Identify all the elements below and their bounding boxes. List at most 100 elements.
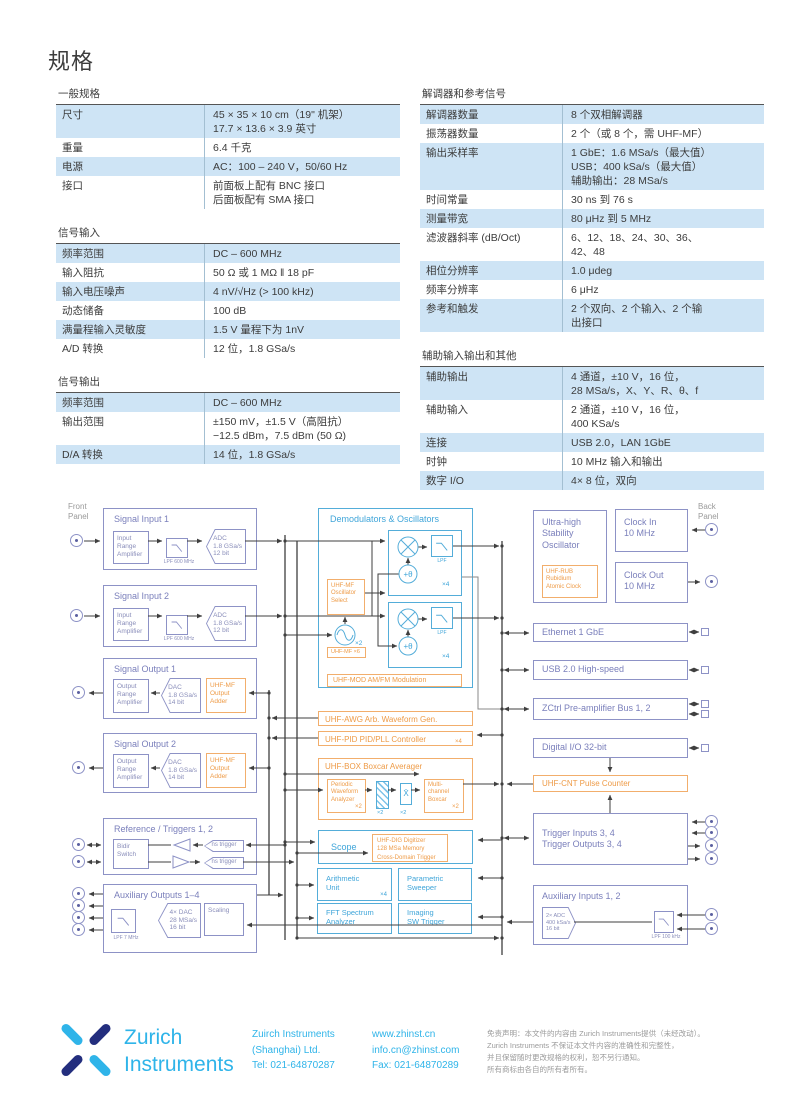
box-title: Reference / Triggers 1, 2 [114, 824, 214, 834]
spec-label: 电源 [62, 160, 83, 173]
sma-connector [705, 922, 718, 935]
spec-label: 接口 [62, 179, 83, 192]
table-row: 时钟 10 MHz 输入和输出 [420, 452, 764, 471]
spec-label: D/A 转换 [62, 448, 103, 461]
spec-value: 12 位，1.8 GSa/s [204, 339, 400, 358]
spec-value: 4 通道，±10 V，16 位， 28 MSa/s，X、Y、R、θ、f [562, 367, 764, 400]
spec-label: 测量带宽 [426, 212, 468, 225]
box-title: Signal Output 1 [114, 664, 177, 674]
spec-label: 频率范围 [62, 247, 104, 260]
imaging-sw-trigger-box: Imaging SW Trigger [398, 903, 472, 934]
adc-block: ADC 1.8 GSa/s 12 bit [206, 529, 246, 564]
bidir-switch: Bidir Switch [113, 839, 149, 869]
uhf-pid-option: UHF-PID PID/PLL Controller [318, 731, 473, 746]
spec-value: 45 × 35 × 10 cm（19" 机架） 17.7 × 13.6 × 3.… [204, 105, 400, 138]
spec-label: 频率分辨率 [426, 283, 479, 296]
uhf-cnt-option: UHF-CNT Pulse Counter [533, 775, 688, 792]
ethernet-box: Ethernet 1 GbE [533, 623, 688, 642]
spec-label: 辅助输出 [426, 370, 468, 383]
dac-block: DAC 1.8 GSa/s 14 bit [161, 678, 201, 713]
section-title: 解调器和参考信号 [420, 86, 764, 105]
spec-value: 14 位，1.8 GSa/s [204, 445, 400, 464]
signal-input-1-box: Signal Input 1 Input Range Amplifier LPF… [103, 508, 257, 570]
table-row: 参考和触发 2 个双向、2 个输入、2 个输 出接口 [420, 299, 764, 332]
lpf-label: LPF 600 MHz [163, 559, 195, 565]
scope-box: Scope UHF-DIG Digitizer 128 MSa Memory C… [318, 830, 473, 864]
lpf-icon [166, 615, 188, 635]
multiplier-label: ×2 [355, 804, 362, 810]
uhf-mf-oscillator-select: UHF-MF Oscillator Select [327, 579, 365, 615]
spec-label: 满量程输入灵敏度 [62, 323, 146, 336]
footer-address: Zuirch Instruments (Shanghai) Ltd. Tel: … [252, 1029, 335, 1071]
average-block: X̄ [400, 783, 412, 805]
lpf-label: LPF [437, 558, 447, 564]
bnc-connector [72, 686, 85, 699]
spec-label: 输入阻抗 [62, 266, 104, 279]
uhf-dig-option: UHF-DIG Digitizer 128 MSa Memory Cross-D… [372, 834, 448, 862]
spec-value: USB 2.0，LAN 1GbE [562, 433, 764, 452]
logo-arm [59, 1022, 85, 1047]
spec-label: 滤波器斜率 (dB/Oct) [426, 231, 521, 244]
box-title: Demodulators & Oscillators [330, 514, 440, 524]
table-row: A/D 转换 12 位，1.8 GSa/s [56, 339, 400, 358]
lpf-label: LPF 7 MHz [113, 935, 139, 941]
footer-contact-links: www.zhinst.cn info.cn@zhinst.com Fax: 02… [372, 1029, 460, 1071]
lpf-icon [431, 607, 453, 629]
box-title: Signal Output 2 [114, 739, 177, 749]
spec-label: 数字 I/O [426, 474, 464, 487]
output-range-amplifier: Output Range Amplifier [113, 679, 149, 713]
digital-io-box: Digital I/O 32-bit [533, 738, 688, 758]
spec-value: 4 nV/√Hz (> 100 kHz) [204, 282, 400, 301]
spec-value: 80 μHz 到 5 MHz [562, 209, 764, 228]
spec-label: 参考和触发 [426, 302, 479, 315]
spec-value: 2 个双向、2 个输入、2 个输 出接口 [562, 299, 764, 332]
table-row: 输出范围±150 mV，±1.5 V（高阻抗） −12.5 dBm，7.5 dB… [56, 412, 400, 445]
spec-label: 辅助输入 [426, 403, 468, 416]
logo-arm [59, 1053, 85, 1078]
bnc-connector [70, 534, 83, 547]
lpf-label: LPF [437, 630, 447, 636]
multiplier-label: ×4 [455, 739, 462, 745]
lpf-label: LPF 100 kHz [651, 934, 681, 940]
box-title: UHF-BOX Boxcar Averager [325, 762, 423, 771]
port-connector [701, 666, 709, 674]
table-row: 测量带宽 80 μHz 到 5 MHz [420, 209, 764, 228]
multiplier-label: ×2 [452, 804, 459, 810]
spec-label: A/D 转换 [62, 342, 104, 355]
spec-label: 时钟 [426, 455, 447, 468]
table-row: 连接 USB 2.0，LAN 1GbE [420, 433, 764, 452]
port-connector [701, 700, 709, 708]
front-panel-label: Front Panel [68, 502, 89, 522]
spec-label: 时间常量 [426, 193, 468, 206]
output-range-amplifier: Output Range Amplifier [113, 754, 149, 788]
fft-spectrum-analyzer-box: FFT Spectrum Analyzer [317, 903, 392, 934]
reference-triggers-box: Reference / Triggers 1, 2 Bidir Switch n… [103, 818, 257, 875]
trigger-io-box: Trigger Inputs 3, 4 Trigger Outputs 3, 4 [533, 813, 688, 865]
spec-value: 10 MHz 输入和输出 [562, 452, 764, 471]
multiplier-label: ×4 [442, 653, 450, 660]
clock-out-box: Clock Out 10 MHz [615, 562, 688, 603]
back-panel-label: Back Panel [698, 502, 719, 522]
box-title: Auxiliary Outputs 1–4 [114, 890, 200, 900]
port-connector [701, 744, 709, 752]
arithmetic-unit-box: Arithmetic Unit ×4 [317, 868, 392, 901]
box-title: Signal Input 1 [114, 514, 170, 524]
logo-wordmark: Zurich Instruments [124, 1026, 234, 1077]
spec-label: 连接 [426, 436, 447, 449]
spec-value: DC – 600 MHz [204, 244, 400, 263]
spec-label: 相位分辨率 [426, 264, 479, 277]
spec-label: 振荡器数量 [426, 127, 479, 140]
zctrl-box: ZCtrl Pre-amplifier Bus 1, 2 [533, 698, 688, 720]
clock-in-box: Clock In 10 MHz [615, 509, 688, 552]
input-range-amplifier: Input Range Amplifier [113, 608, 149, 641]
table-row: D/A 转换 14 位，1.8 GSa/s [56, 445, 400, 464]
spec-value: 1.5 V 量程下为 1nV [204, 320, 400, 339]
